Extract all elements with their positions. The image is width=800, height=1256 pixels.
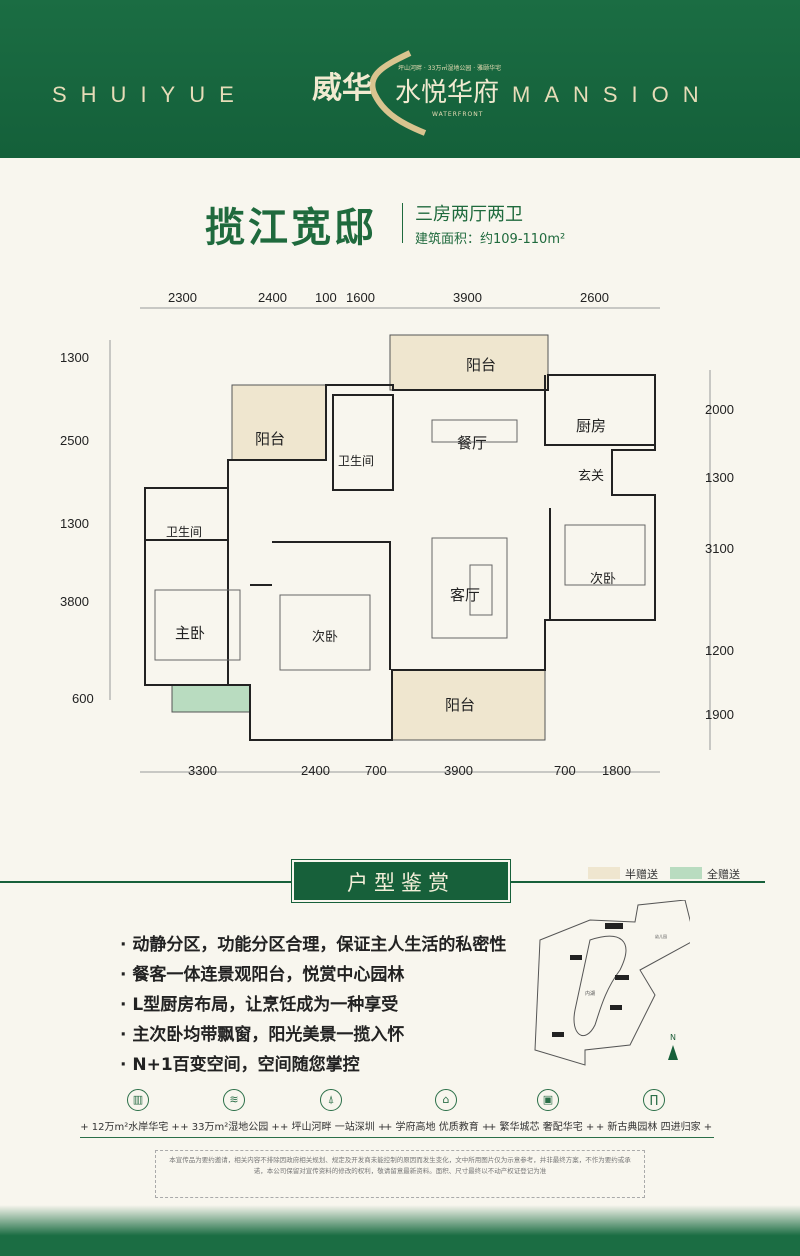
dim-right: 1300 <box>705 470 734 485</box>
dim-right: 1200 <box>705 643 734 658</box>
dim-right: 1900 <box>705 707 734 722</box>
feature-label: + 繁华城芯 奢配华宅 + <box>488 1118 594 1138</box>
room-bedroom-right: 次卧 <box>590 572 617 587</box>
unit-layout: 三房两厅两卫 <box>415 204 523 225</box>
garden-gate-icon: ∏ <box>643 1089 665 1111</box>
bay-window-green-area <box>171 684 251 713</box>
dim-left: 1300 <box>60 516 89 531</box>
city-icon: ▣ <box>537 1089 559 1111</box>
floor-plan <box>109 307 711 773</box>
north-arrow-icon <box>668 1045 678 1060</box>
dim-bottom: 3300 <box>188 763 217 778</box>
dim-top: 100 <box>315 290 337 305</box>
tower-icon: ⍋ <box>320 1089 342 1111</box>
logo-brand: 威华 <box>312 71 372 106</box>
room-master: 主卧 <box>175 624 206 642</box>
feature-label: + 新古典园林 四进归家 + <box>594 1118 714 1138</box>
logo-en: WATERFRONT <box>432 111 484 118</box>
logo-tagline: 坪山河畔 · 33万㎡湿地公园 · 雅颐华宅 <box>398 65 502 72</box>
logo-name: 水悦华府 <box>395 78 500 108</box>
legend-swatch-half <box>588 867 620 879</box>
balcony-top-area <box>389 334 549 391</box>
room-balcony-bottom: 阳台 <box>445 696 476 714</box>
highlight-item: · N+1百变空间，空间随您掌控 <box>120 1055 360 1075</box>
feature-label: + 12万m²水岸华宅 + <box>80 1118 180 1138</box>
dim-top: 2300 <box>168 290 197 305</box>
header-right-word: MANSION <box>512 82 713 107</box>
dim-top: 3900 <box>453 290 482 305</box>
room-living: 客厅 <box>450 586 481 604</box>
dim-left: 3800 <box>60 594 89 609</box>
legend-full: 全赠送 <box>707 868 740 881</box>
dim-bottom: 700 <box>554 763 576 778</box>
highlight-item: · 餐客一体连景观阳台，悦赏中心园林 <box>120 965 405 985</box>
graduation-cap-icon: ⌂ <box>435 1089 457 1111</box>
dim-left: 600 <box>72 691 94 706</box>
unit-area: 建筑面积：约109-110m² <box>415 232 566 247</box>
room-bath-left: 卫生间 <box>166 525 203 539</box>
site-plan: 内湖 幼儿园 N <box>534 900 690 1066</box>
dim-top: 2600 <box>580 290 609 305</box>
room-dining: 餐厅 <box>457 434 488 452</box>
dim-left: 1300 <box>60 350 89 365</box>
legend-half: 半赠送 <box>625 868 658 881</box>
dim-bottom: 1800 <box>602 763 631 778</box>
feature-label: + 学府高地 优质教育 + <box>384 1118 490 1138</box>
title-divider <box>402 203 403 243</box>
wetland-park-icon: ≋ <box>223 1089 245 1111</box>
dim-top: 1600 <box>346 290 375 305</box>
site-kindergarten-label: 幼儿园 <box>655 933 667 939</box>
highlight-item: · 动静分区，功能分区合理，保证主人生活的私密性 <box>120 935 507 955</box>
section-title: 户型鉴赏 <box>291 859 511 903</box>
waterfront-building-icon: ▥ <box>127 1089 149 1111</box>
north-label: N <box>670 1033 676 1042</box>
room-foyer: 玄关 <box>578 469 605 484</box>
dim-bottom: 700 <box>365 763 387 778</box>
dim-bottom: 3900 <box>444 763 473 778</box>
unit-name: 揽江宽邸 <box>205 205 377 251</box>
room-kitchen: 厨房 <box>576 417 607 435</box>
room-balcony-top: 阳台 <box>466 356 497 374</box>
feature-label: + 坪山河畔 一站深圳 + <box>280 1118 386 1138</box>
room-bath-center: 卫生间 <box>338 454 375 468</box>
dim-right: 2000 <box>705 402 734 417</box>
dim-top: 2400 <box>258 290 287 305</box>
legend-swatch-full <box>670 867 702 879</box>
footer-band <box>0 1205 800 1256</box>
dim-right: 3100 <box>705 541 734 556</box>
header-banner: SHUIYUE MANSION 威华 坪山河畔 · 33万㎡湿地公园 · 雅颐华… <box>0 0 800 158</box>
room-bedroom-mid: 次卧 <box>312 630 339 645</box>
dim-left: 2500 <box>60 433 89 448</box>
site-lake-label: 内湖 <box>585 990 595 997</box>
logo-swirl-icon <box>369 50 427 136</box>
feature-label: + 33万m²湿地公园 + <box>180 1118 280 1138</box>
disclaimer: 本宣传品为要约邀请，相关内容不排除因政府相关规划、规定及开发商未能控制的原因而发… <box>155 1150 645 1198</box>
header-left-word: SHUIYUE <box>52 82 248 107</box>
room-balcony-left: 阳台 <box>255 430 286 448</box>
dim-bottom: 2400 <box>301 763 330 778</box>
highlight-item: · 主次卧均带飘窗，阳光美景一揽入怀 <box>120 1025 405 1045</box>
highlight-item: · L型厨房布局，让烹饪成为一种享受 <box>120 995 399 1015</box>
